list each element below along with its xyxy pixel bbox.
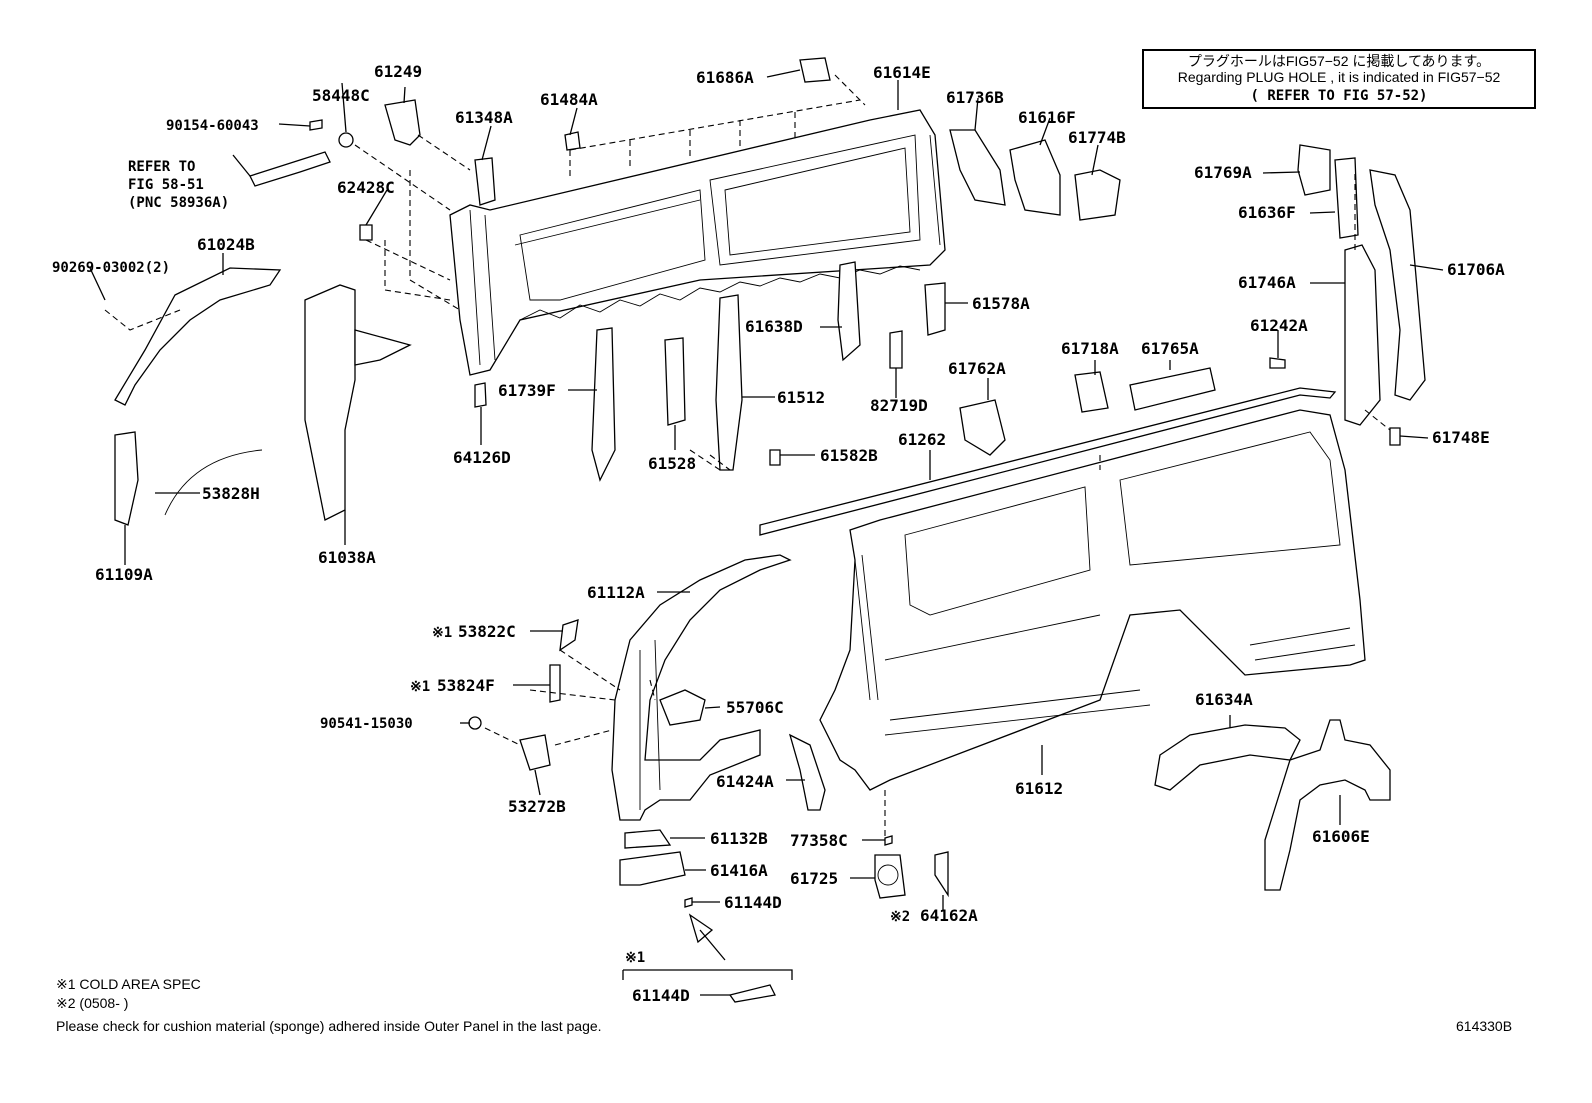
part-label-53824f[interactable]: 53824F <box>437 676 495 695</box>
refer-note-line-1: REFER TO <box>128 159 195 175</box>
part-label-61636f[interactable]: 61636F <box>1238 203 1296 222</box>
part-label-61634a[interactable]: 61634A <box>1195 690 1253 709</box>
part-label-61112a[interactable]: 61112A <box>587 583 645 602</box>
part-label-61512[interactable]: 61512 <box>777 388 825 407</box>
part-label-61262[interactable]: 61262 <box>898 430 946 449</box>
part-label-90269-03002[interactable]: 90269-03002(2) <box>52 260 170 276</box>
part-label-53272b[interactable]: 53272B <box>508 797 566 816</box>
part-label-61249[interactable]: 61249 <box>374 62 422 81</box>
part-label-61578a[interactable]: 61578A <box>972 294 1030 313</box>
part-label-61725[interactable]: 61725 <box>790 869 838 888</box>
part-label-61109a[interactable]: 61109A <box>95 565 153 584</box>
leader-lines <box>89 69 1444 996</box>
part-label-61774b[interactable]: 61774B <box>1068 128 1126 147</box>
part-label-53822c[interactable]: 53822C <box>458 622 516 641</box>
part-label-55706c[interactable]: 55706C <box>726 698 784 717</box>
upper-back-panel <box>449 109 946 376</box>
small-parts <box>114 57 1426 1003</box>
footer-note-cold-area: ※1 COLD AREA SPEC <box>56 976 201 992</box>
part-label-61736b[interactable]: 61736B <box>946 88 1004 107</box>
part-label-61144d-upper[interactable]: 61144D <box>724 893 782 912</box>
part-label-61144d-lower[interactable]: 61144D <box>632 986 690 1005</box>
part-label-64126d[interactable]: 64126D <box>453 448 511 467</box>
plug-hole-notice: プラグホールはFIG57−52 に掲載してあります。 Regarding PLU… <box>1142 49 1536 109</box>
part-label-61132b[interactable]: 61132B <box>710 829 768 848</box>
part-label-77358c[interactable]: 77358C <box>790 831 848 850</box>
footer-note-cushion: Please check for cushion material (spong… <box>56 1018 602 1034</box>
part-label-61762a[interactable]: 61762A <box>948 359 1006 378</box>
part-label-61746a[interactable]: 61746A <box>1238 273 1296 292</box>
part-label-61769a[interactable]: 61769A <box>1194 163 1252 182</box>
notice-line-3[interactable]: ( REFER TO FIG 57-52) <box>1250 88 1427 104</box>
part-label-61638d[interactable]: 61638D <box>745 317 803 336</box>
view-arrow <box>688 913 726 961</box>
part-label-64162a[interactable]: 64162A <box>920 906 978 925</box>
notice-line-1: プラグホールはFIG57−52 に掲載してあります。 <box>1188 53 1490 69</box>
footer-notes: ※1 COLD AREA SPEC ※2 (0508- ) Please che… <box>56 976 1512 1034</box>
part-label-82719d[interactable]: 82719D <box>870 396 928 415</box>
part-label-61424a[interactable]: 61424A <box>716 772 774 791</box>
refer-note-line-3: (PNC 58936A) <box>128 195 229 211</box>
part-label-61528[interactable]: 61528 <box>648 454 696 473</box>
part-label-61038a[interactable]: 61038A <box>318 548 376 567</box>
part-labels: 61249 58448C 90154-60043 61348A 61484A 6… <box>52 62 1505 1005</box>
refer-note: REFER TO FIG 58-51 (PNC 58936A) <box>128 159 229 211</box>
refer-note-line-2[interactable]: FIG 58-51 <box>128 177 204 193</box>
cold-area-mark-2: ※1 <box>410 679 430 695</box>
cold-area-mark-3: ※1 <box>625 950 645 966</box>
part-label-61348a[interactable]: 61348A <box>455 108 513 127</box>
part-label-61718a[interactable]: 61718A <box>1061 339 1119 358</box>
part-label-61614e[interactable]: 61614E <box>873 63 931 82</box>
footer-note-date-spec: ※2 (0508- ) <box>56 995 128 1011</box>
date-spec-mark: ※2 <box>890 909 910 925</box>
part-label-61706a[interactable]: 61706A <box>1447 260 1505 279</box>
figure-code: 614330B <box>1456 1018 1512 1034</box>
part-label-61024b[interactable]: 61024B <box>197 235 255 254</box>
notice-line-2: Regarding PLUG HOLE , it is indicated in… <box>1178 69 1501 85</box>
part-label-61748e[interactable]: 61748E <box>1432 428 1490 447</box>
part-label-53828h[interactable]: 53828H <box>202 484 260 503</box>
part-label-62428c[interactable]: 62428C <box>337 178 395 197</box>
part-label-61765a[interactable]: 61765A <box>1141 339 1199 358</box>
outer-side-panel <box>759 387 1366 791</box>
part-label-61612[interactable]: 61612 <box>1015 779 1063 798</box>
part-label-61739f[interactable]: 61739F <box>498 381 556 400</box>
part-label-61616f[interactable]: 61616F <box>1018 108 1076 127</box>
part-label-61416a[interactable]: 61416A <box>710 861 768 880</box>
cold-area-mark-1: ※1 <box>432 625 452 641</box>
part-label-58448c[interactable]: 58448C <box>312 86 370 105</box>
part-label-90154-60043[interactable]: 90154-60043 <box>166 118 259 134</box>
part-label-61606e[interactable]: 61606E <box>1312 827 1370 846</box>
part-label-61242a[interactable]: 61242A <box>1250 316 1308 335</box>
part-label-90541-15030[interactable]: 90541-15030 <box>320 716 413 732</box>
part-label-61582b[interactable]: 61582B <box>820 446 878 465</box>
front-pillar-assembly <box>611 554 792 821</box>
part-label-61484a[interactable]: 61484A <box>540 90 598 109</box>
part-label-61686a[interactable]: 61686A <box>696 68 754 87</box>
